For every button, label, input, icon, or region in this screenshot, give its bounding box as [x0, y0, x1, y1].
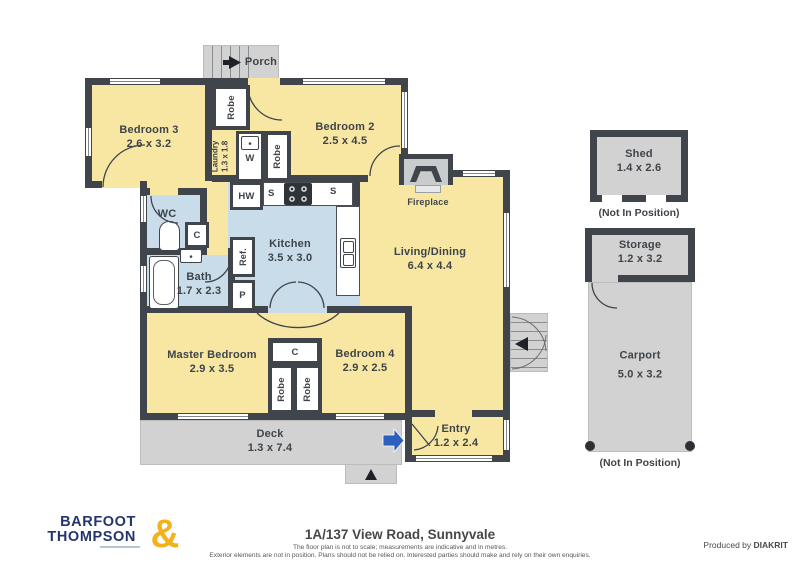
window — [463, 170, 495, 177]
hot-water-cylinder: HW — [230, 182, 263, 210]
carport-slab — [588, 282, 692, 452]
shed-opening — [602, 195, 622, 202]
deck-area — [140, 420, 402, 465]
disclaimer-line2: Exterior elements are not in position. P… — [209, 552, 591, 559]
window — [85, 128, 92, 156]
storage-door-gap — [592, 275, 618, 282]
brand-line1: BARFOOT — [60, 514, 136, 530]
wall-segment — [327, 306, 412, 313]
wall-segment — [85, 181, 102, 188]
porch-area — [203, 45, 279, 80]
produced-by-brand: DIAKRIT — [753, 540, 788, 550]
produced-by-prefix: Produced by — [703, 540, 754, 550]
shed-structure — [590, 130, 688, 202]
brand-ampersand: & — [150, 512, 180, 556]
porch-stairs — [204, 46, 250, 79]
wall-segment — [472, 410, 503, 417]
wall-segment — [140, 188, 150, 195]
robe-bedroom2-side: Robe — [264, 131, 291, 182]
brand-line2: THOMPSON — [47, 528, 136, 545]
wall-segment — [205, 85, 212, 181]
closet-cupboard: C — [268, 338, 322, 366]
robe-bedroom4: Robe — [293, 364, 322, 414]
kitchen-sink-icon — [340, 238, 356, 268]
porch-label: Porch — [244, 55, 278, 68]
wall-segment — [405, 313, 412, 413]
window — [401, 92, 408, 148]
wall-segment — [178, 188, 207, 195]
fireplace-label: Fireplace — [407, 197, 449, 208]
fireplace-icon-inner — [416, 171, 436, 182]
address-title: 1A/137 View Road, Sunnyvale — [304, 527, 496, 542]
hearth — [415, 185, 441, 193]
side-stairs-treads — [511, 314, 547, 371]
fridge: Ref. — [230, 237, 255, 277]
produced-by: Produced by DIAKRIT — [703, 540, 788, 550]
wall-segment — [405, 413, 412, 462]
wall-segment — [200, 188, 207, 255]
carport-note: (Not In Position) — [599, 457, 681, 469]
robe-bedroom2-top: Robe — [212, 85, 250, 130]
window — [336, 413, 384, 420]
pantry: P — [230, 280, 255, 311]
basin-icon — [180, 249, 202, 263]
brand-logo: BARFOOT THOMPSON & — [42, 512, 179, 556]
window — [503, 420, 510, 450]
sink-label: S — [330, 186, 337, 197]
hall-cupboard: C — [185, 222, 209, 248]
fireplace-icon — [410, 166, 442, 182]
wall-segment — [140, 181, 147, 420]
laundry-label: Laundry 1.3 x 1.8 — [210, 140, 230, 172]
robe-master: Robe — [268, 364, 295, 414]
window — [503, 213, 510, 287]
window — [178, 413, 248, 420]
shed-note: (Not In Position) — [598, 207, 680, 219]
shed-opening — [646, 195, 666, 202]
wall-segment — [401, 170, 510, 177]
carport-post — [585, 441, 595, 451]
brand-tagline-mark — [100, 546, 140, 548]
window — [140, 196, 147, 222]
sink-label: S — [268, 188, 275, 199]
toilet-icon — [159, 221, 180, 251]
window — [416, 455, 492, 462]
bathtub-icon — [149, 256, 179, 309]
wc-label: WC — [157, 207, 177, 220]
wall-segment — [85, 78, 408, 85]
carport-post — [685, 441, 695, 451]
window — [303, 78, 385, 85]
wall-segment — [140, 413, 412, 420]
laundry-sink-icon — [241, 136, 259, 150]
disclaimer-line1: The floor plan is not to scale; measurem… — [292, 544, 508, 551]
storage-structure — [585, 228, 695, 282]
deck-step — [345, 464, 397, 484]
stove-icon — [284, 183, 312, 205]
wall-segment — [147, 248, 205, 255]
porch-door-gap — [248, 78, 280, 85]
wall-segment — [503, 170, 510, 462]
fireplace-structure — [399, 154, 453, 185]
wall-segment — [405, 410, 435, 417]
window — [140, 266, 147, 292]
wall-segment — [140, 306, 268, 313]
window — [110, 78, 160, 85]
side-stairs — [510, 313, 548, 372]
washing-machine: W — [236, 131, 264, 182]
